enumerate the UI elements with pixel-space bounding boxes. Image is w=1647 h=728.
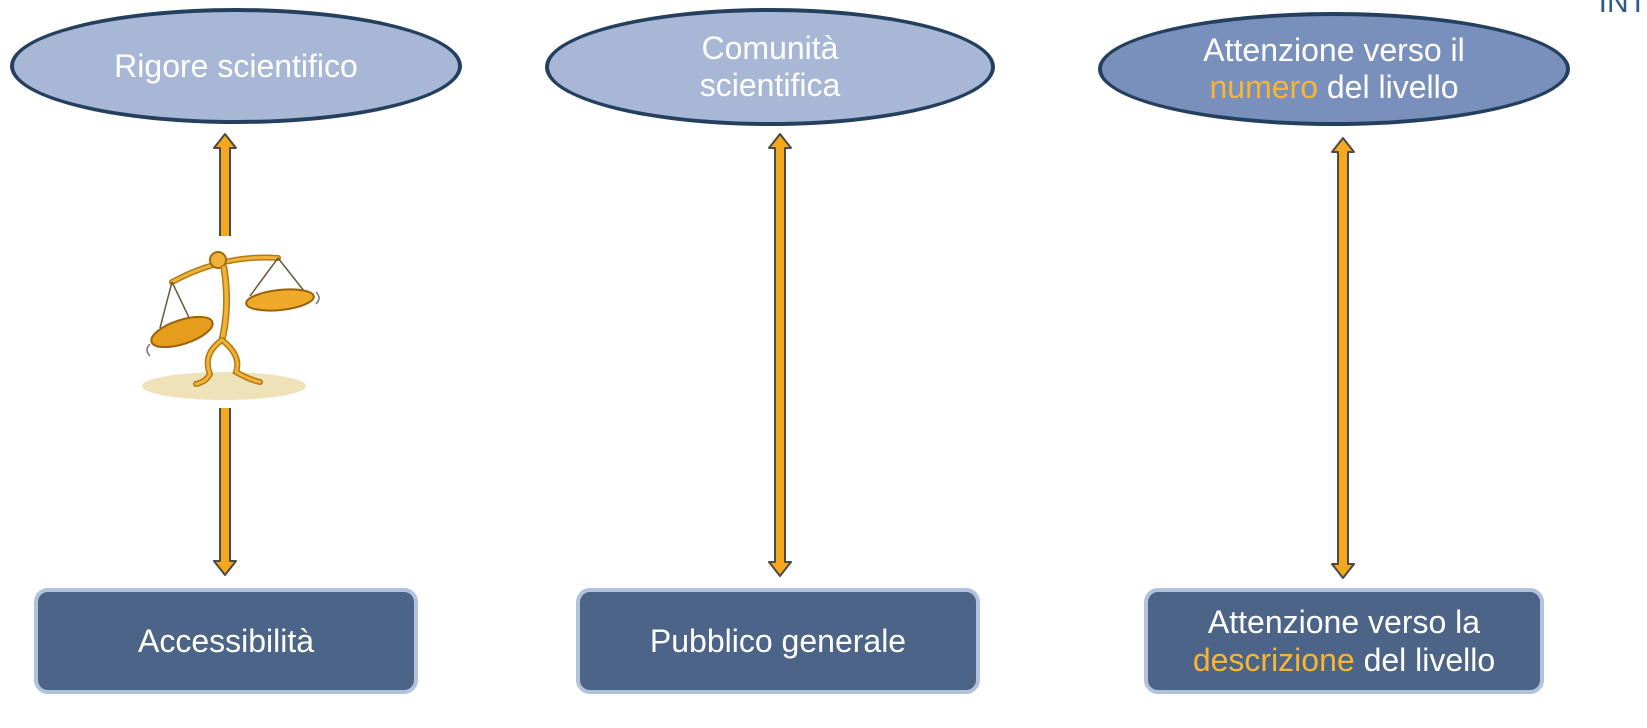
ellipse-label-line1: Attenzione verso il (1203, 32, 1465, 69)
ellipse-label-line2: scientifica (699, 67, 841, 103)
corner-label: INT (1598, 0, 1647, 19)
box-label-rest: del livello (1354, 642, 1496, 678)
ellipse-attenzione-numero: Attenzione verso il numero del livello (1098, 12, 1570, 126)
ellipse-label: Rigore scientifico (114, 47, 358, 84)
double-arrow-2 (768, 133, 792, 577)
box-pubblico-generale: Pubblico generale (576, 588, 980, 694)
balance-scale-illustration (132, 236, 324, 408)
ellipse-comunita-scientifica: Comunità scientifica (545, 8, 995, 126)
box-accessibilita: Accessibilità (34, 588, 418, 694)
box-label: Accessibilità (137, 622, 315, 659)
double-arrow-3 (1331, 137, 1355, 579)
ellipse-label-line2: numero del livello (1203, 69, 1464, 106)
highlight-numero: numero (1209, 69, 1318, 105)
box-attenzione-descrizione: Attenzione verso la descrizione del live… (1144, 588, 1544, 694)
highlight-descrizione: descrizione (1192, 642, 1355, 678)
box-label-line1: Attenzione verso la (1207, 603, 1481, 640)
ellipse-label-rest: del livello (1317, 69, 1459, 105)
box-label-line2: descrizione del livello (1193, 641, 1495, 679)
ellipse-rigore-scientifico: Rigore scientifico (10, 8, 462, 124)
box-label: Pubblico generale (649, 622, 907, 659)
ellipse-label-line1: Comunità (701, 30, 839, 67)
